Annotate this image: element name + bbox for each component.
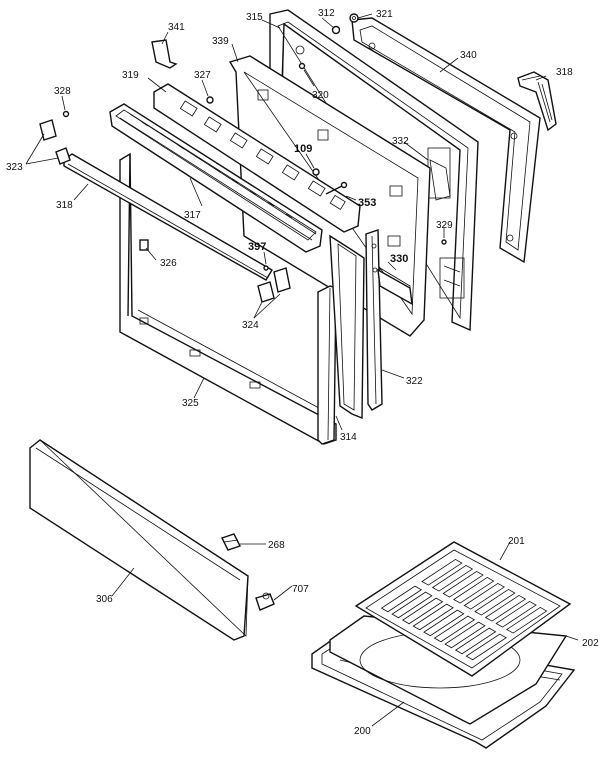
- part-label: 327: [194, 70, 211, 81]
- grid-slot: [391, 591, 433, 619]
- part-label: 328: [54, 86, 71, 97]
- part-label: 340: [460, 50, 477, 61]
- vent-panel: [153, 83, 361, 233]
- part-label: 318: [56, 200, 73, 211]
- part-label: 109: [294, 143, 312, 155]
- part-label: 200: [354, 726, 371, 737]
- part-label: 325: [182, 398, 199, 409]
- part-label: 339: [212, 36, 229, 47]
- grid-slot: [431, 564, 474, 592]
- part-label: 707: [292, 584, 309, 595]
- grid-slot: [453, 576, 495, 604]
- part-label: 323: [6, 162, 23, 173]
- broiler-grid: [354, 541, 572, 677]
- part-label: 202: [582, 638, 599, 649]
- grid-slot: [506, 606, 548, 634]
- part-label: 330: [390, 253, 408, 265]
- part-label: 397: [248, 241, 266, 253]
- grid-slot: [495, 600, 537, 628]
- grid-slot: [465, 633, 507, 661]
- outer-door-panel: [351, 17, 541, 264]
- part-labels: 341 315 312 321 339 340 318 319 327 320 …: [6, 8, 599, 737]
- grid-slot: [433, 615, 476, 643]
- door-shield: [377, 268, 413, 306]
- grid-slot: [401, 597, 444, 625]
- grid-slot: [484, 594, 527, 622]
- part-label: 320: [312, 90, 329, 101]
- grid-slot: [454, 627, 497, 655]
- grid-slot: [423, 609, 465, 637]
- part-label: 329: [436, 220, 453, 231]
- part-label: 341: [168, 22, 185, 33]
- leader-lines: [25, 13, 579, 727]
- grid-slot: [474, 588, 516, 616]
- door-handle-bar: [63, 153, 273, 281]
- grid-slot: [444, 621, 486, 649]
- handle-trim: [109, 103, 323, 253]
- part-label: 306: [96, 594, 113, 605]
- grid-slot: [412, 603, 454, 631]
- part-label: 201: [508, 536, 525, 547]
- part-label: 312: [318, 8, 335, 19]
- part-label: 324: [242, 320, 259, 331]
- grid-slot: [442, 570, 484, 598]
- part-label: 314: [340, 432, 357, 443]
- grid-slot: [421, 558, 463, 586]
- part-label: 318: [556, 67, 573, 78]
- grid-slot: [380, 585, 423, 613]
- glass-pane: [329, 234, 365, 420]
- small-parts: [39, 13, 557, 303]
- part-label: 353: [358, 197, 376, 209]
- part-label: 315: [246, 12, 263, 23]
- side-channel: [317, 285, 337, 445]
- part-label: 322: [406, 376, 423, 387]
- part-label: 326: [160, 258, 177, 269]
- part-label: 321: [376, 9, 393, 20]
- part-label: 268: [268, 540, 285, 551]
- drawer-front-panel: [29, 439, 275, 641]
- part-label: 317: [184, 210, 201, 221]
- grid-slot: [463, 582, 505, 610]
- part-label: 332: [392, 136, 409, 147]
- part-label: 319: [122, 70, 139, 81]
- lower-trim-frame: [119, 152, 337, 445]
